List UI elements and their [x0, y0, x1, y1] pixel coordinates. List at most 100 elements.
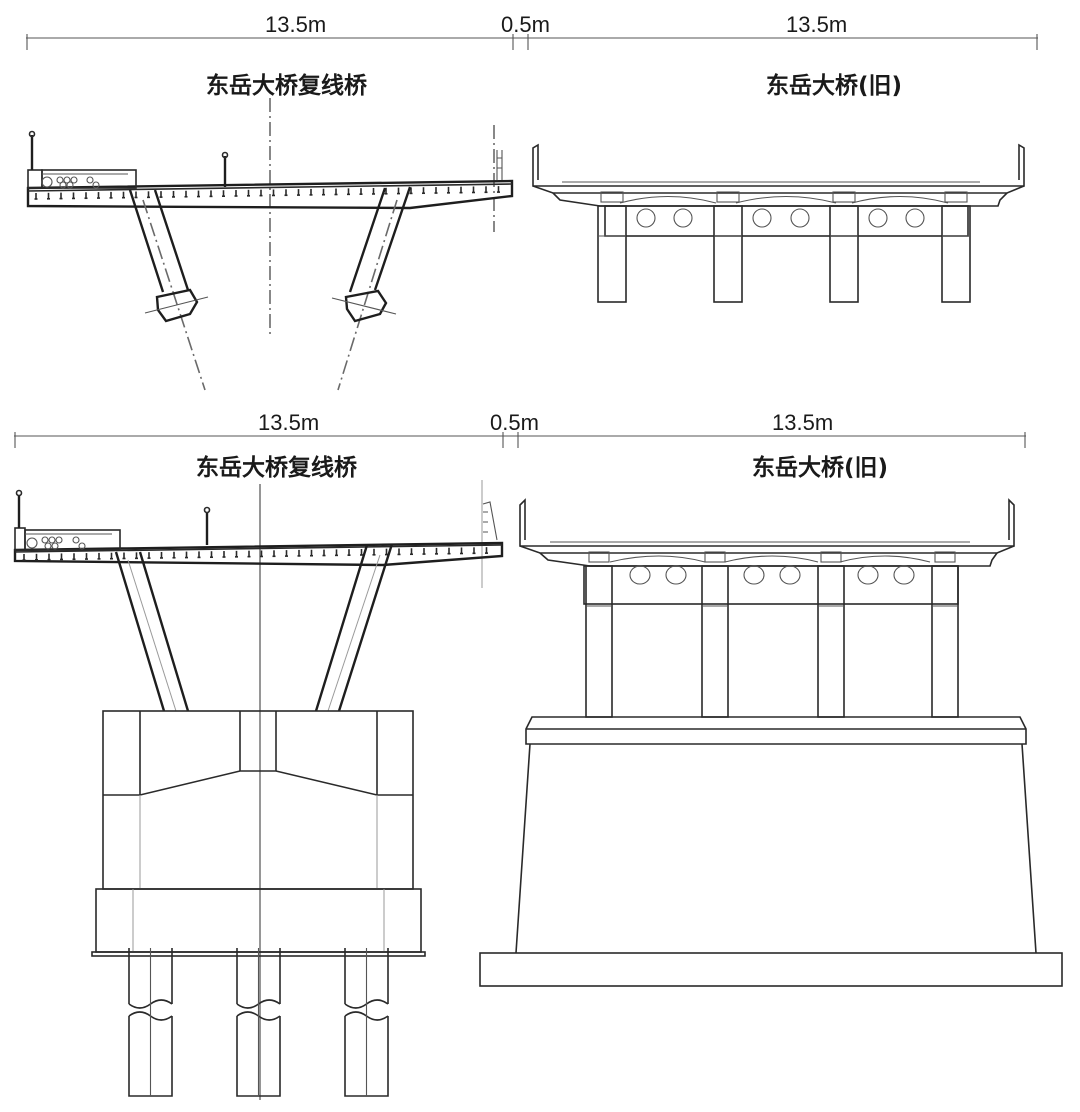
left-strut [128, 189, 190, 293]
right-strut-axis [327, 554, 381, 712]
bottom-panel: 13.5m 0.5m 13.5m 东岳大桥复线桥 东岳大桥(旧) [13, 410, 1063, 1100]
median-post-head [203, 506, 211, 514]
duct-pipe [26, 537, 38, 549]
deck-ribs [34, 186, 500, 200]
bottom-right-width-label: 13.5m [772, 410, 833, 435]
bottom-left-width-label: 13.5m [258, 410, 319, 435]
pile-cap [95, 888, 422, 953]
bottom-new-bridge-title: 东岳大桥复线桥 [196, 454, 358, 481]
left-strut-axis [142, 199, 206, 391]
bearing-pad [944, 191, 968, 203]
top-left-width-label: 13.5m [265, 12, 326, 37]
bottom-old-bridge-title: 东岳大桥(旧) [752, 454, 888, 481]
duct-pipe [70, 176, 78, 184]
deck-ribs [22, 547, 488, 561]
cap-beam-opening [868, 208, 888, 228]
cap-beam-opening [779, 565, 801, 585]
old-pier-cap [525, 716, 1027, 745]
old-deck-top [532, 180, 1025, 187]
old-cap-beam [604, 205, 969, 237]
pier-taper [103, 770, 413, 796]
pile-upper [236, 948, 281, 1004]
old-cap-beam [583, 565, 959, 605]
bearing-pad [820, 551, 842, 563]
bottom-new-bridge-section [13, 480, 504, 1100]
top-gap-label: 0.5m [501, 12, 550, 37]
duct-pipe [59, 181, 67, 189]
utility-duct-box [41, 169, 137, 189]
bearing-pad [600, 191, 624, 203]
top-dimension-line: 13.5m 0.5m 13.5m [26, 12, 1038, 50]
duct-pipe [48, 536, 56, 544]
bottom-gap-label: 0.5m [490, 410, 539, 435]
duct-pipe [56, 176, 64, 184]
top-right-width-label: 13.5m [786, 12, 847, 37]
right-railing [482, 501, 498, 541]
old-column [701, 565, 729, 718]
top-panel: 13.5m 0.5m 13.5m 东岳大桥复线桥 东岳大桥(旧) [26, 12, 1038, 391]
deck-girder [26, 179, 514, 210]
cap-beam-openings [636, 208, 925, 228]
old-girder-bottom [552, 192, 1008, 207]
duct-pipe [92, 181, 100, 189]
old-right-parapet [1018, 143, 1025, 180]
old-columns [597, 191, 971, 303]
duct-pipe [41, 176, 53, 188]
old-left-parapet [532, 143, 539, 180]
duct-pipe [86, 176, 94, 184]
cap-beam-opening [905, 208, 925, 228]
left-strut [114, 551, 190, 712]
top-new-bridge-title: 东岳大桥复线桥 [206, 72, 368, 99]
left-parapet [14, 527, 26, 551]
cap-beam-opening [857, 565, 879, 585]
old-footing [479, 952, 1063, 987]
old-deck-slab [532, 185, 1025, 194]
right-strut [314, 543, 394, 712]
deck-top-line [14, 544, 503, 553]
cap-beam-opening [665, 565, 687, 585]
old-deck-top [519, 540, 1015, 547]
duct-pipe [44, 542, 52, 550]
left-strut-axis [127, 559, 177, 712]
cap-beam-opening [790, 208, 810, 228]
cap-beam-opening [752, 208, 772, 228]
top-new-bridge-section [26, 98, 514, 391]
bearing-pad [716, 191, 740, 203]
old-right-parapet [1008, 498, 1015, 540]
old-column [713, 205, 743, 303]
old-columns [585, 551, 959, 718]
old-column [597, 205, 627, 303]
bearing-pad [832, 191, 856, 203]
duct-pipe [55, 536, 63, 544]
right-bearing-axis [331, 297, 397, 315]
left-bearing-axis [144, 296, 209, 314]
bottom-old-bridge-section [479, 498, 1063, 987]
right-railing [496, 150, 503, 180]
duct-pipe [63, 176, 71, 184]
pile-upper [128, 948, 173, 1004]
duct-pipe [41, 536, 49, 544]
old-left-parapet [519, 498, 526, 540]
bearing-pad [934, 551, 956, 563]
duct-pipe [51, 542, 59, 550]
old-column [585, 565, 613, 718]
cap-beam-opening [743, 565, 765, 585]
pier-body [102, 710, 414, 890]
cap-beam-opening [893, 565, 915, 585]
piles [128, 948, 389, 1097]
girder-arches [609, 555, 931, 563]
cap-beam-opening [673, 208, 693, 228]
old-deck-slab [519, 545, 1015, 554]
pile-upper [344, 948, 389, 1004]
cap-beam-opening [629, 565, 651, 585]
bearing-pad [588, 551, 610, 563]
utility-duct-box [24, 529, 121, 551]
duct-pipe [66, 181, 74, 189]
old-column [941, 205, 971, 303]
duct-pipe [72, 536, 80, 544]
right-bearing-block [344, 289, 388, 323]
old-column [817, 565, 845, 718]
top-old-bridge-title: 东岳大桥(旧) [766, 72, 902, 99]
